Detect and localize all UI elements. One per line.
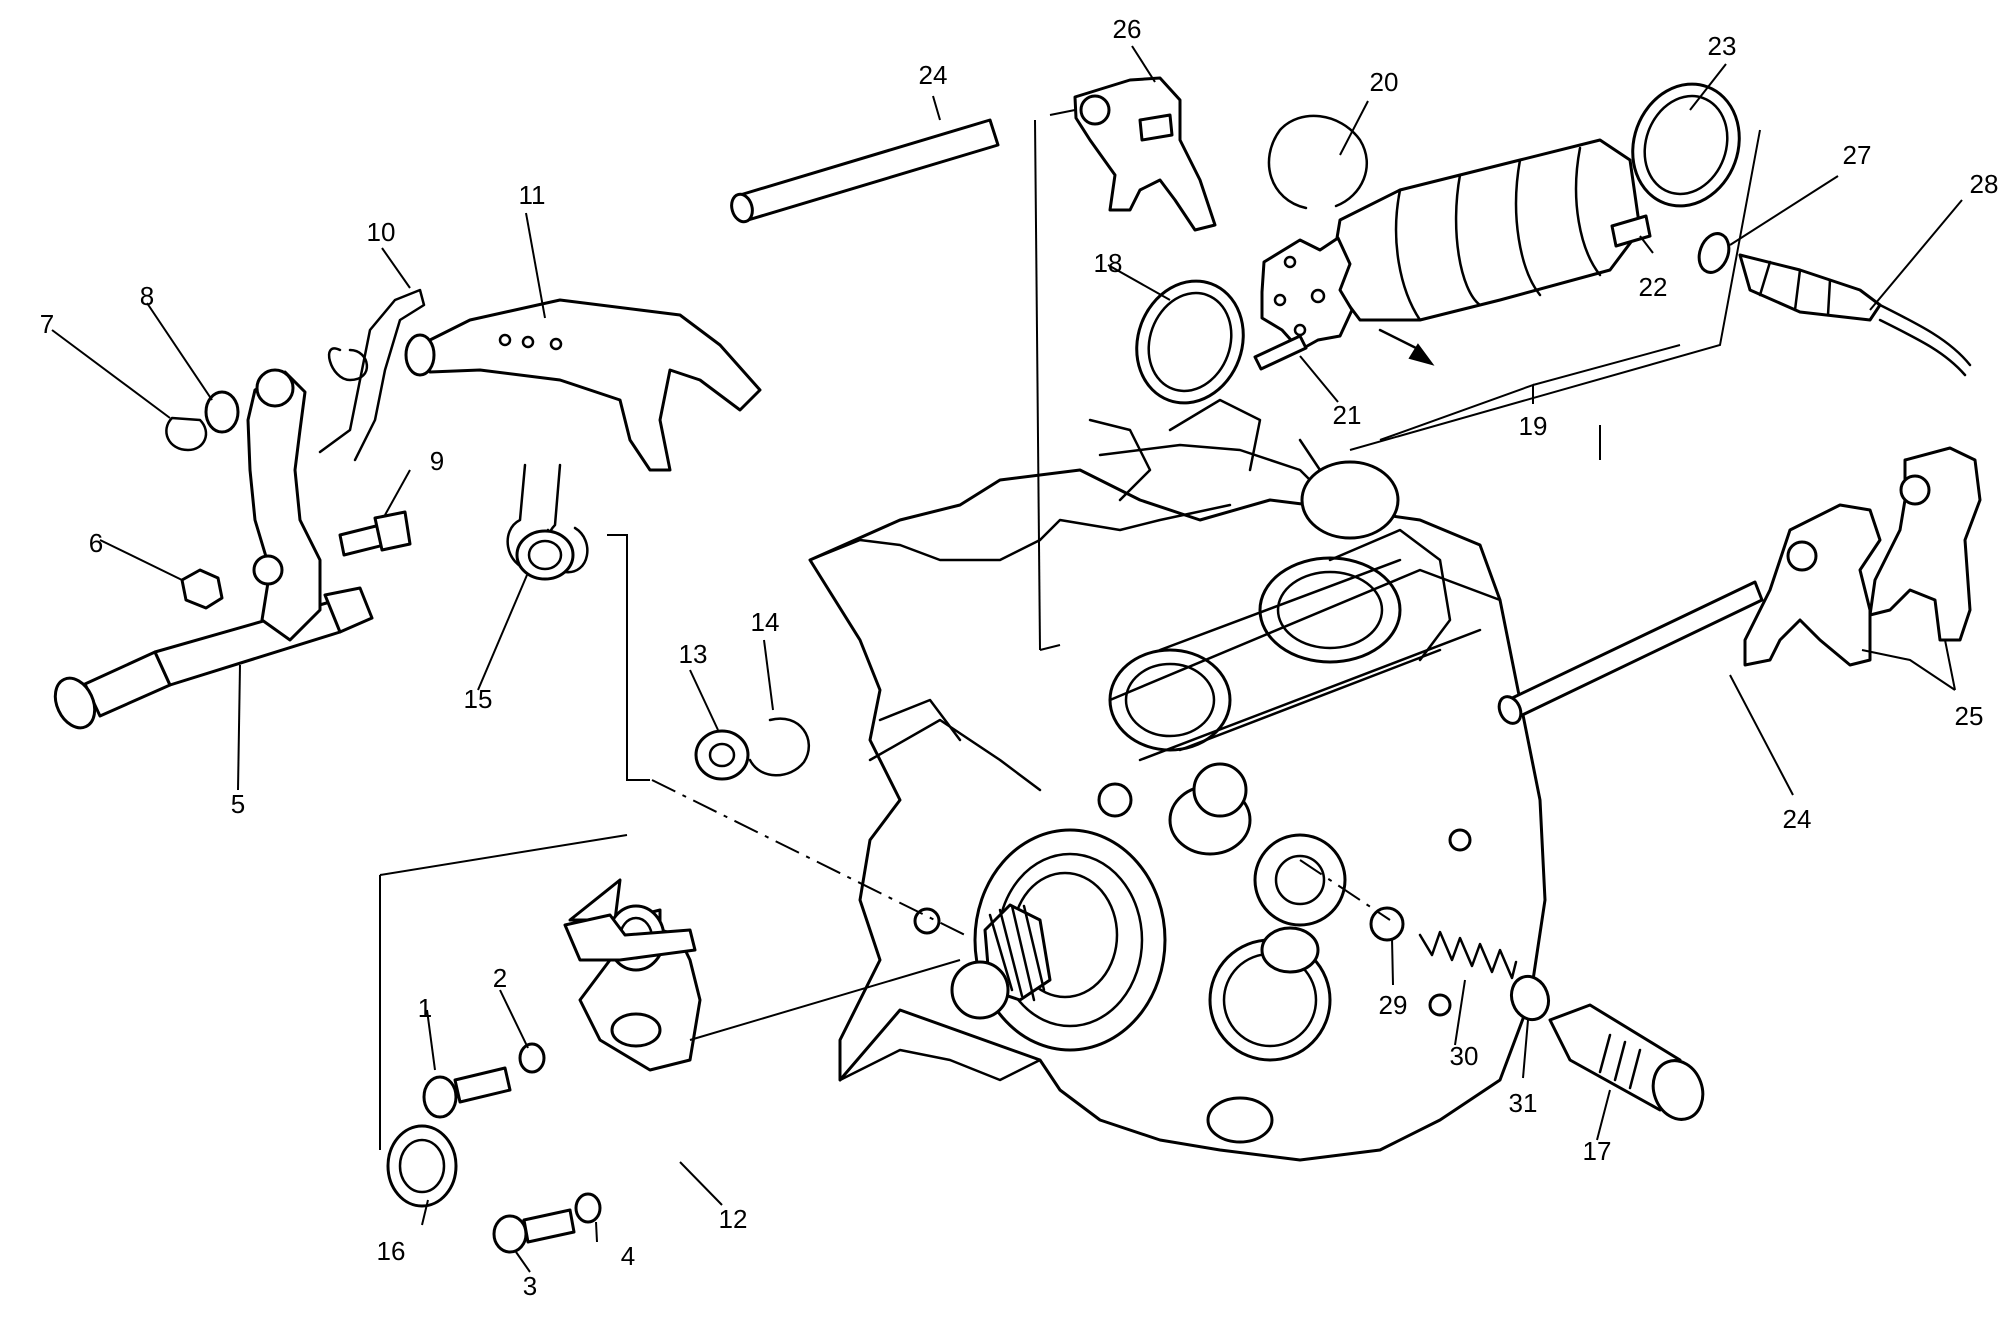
washer-13: [694, 729, 750, 781]
callout-30: 30: [1450, 1041, 1479, 1071]
shift-shaft-5: [53, 586, 374, 730]
shift-rod-24-upper: [738, 118, 1000, 222]
shift-fork-26: [1073, 76, 1217, 232]
callout-13: 13: [679, 639, 708, 669]
shift-fork-25-right: [1868, 446, 1982, 642]
washer-4: [574, 1192, 602, 1224]
shift-rod-24-lower: [1506, 580, 1764, 720]
bearing-23: [1631, 82, 1741, 208]
callout-18: 18: [1094, 248, 1123, 278]
plug-17: [1548, 1003, 1705, 1121]
pin-21: [1253, 334, 1308, 371]
callout-22: 22: [1639, 272, 1668, 302]
washer-27: [1697, 232, 1731, 274]
callout-19: 19: [1519, 411, 1548, 441]
spring-10: [318, 288, 426, 462]
callout-16: 16: [377, 1236, 406, 1266]
callout-10: 10: [367, 217, 396, 247]
assembly-lines: [379, 109, 1761, 1150]
callout-leaders: [51, 45, 1963, 1273]
callout-27: 27: [1843, 140, 1872, 170]
crankcase: [808, 398, 1547, 1162]
selector-arm-11: [404, 298, 762, 472]
callout-5: 5: [231, 789, 245, 819]
circlip-20: [1267, 114, 1369, 210]
callout-29: 29: [1379, 990, 1408, 1020]
callout-26: 26: [1113, 14, 1142, 44]
callout-24-top: 24: [919, 60, 948, 90]
callout-14: 14: [751, 607, 780, 637]
callout-21: 21: [1333, 400, 1362, 430]
callout-4: 4: [621, 1241, 635, 1271]
callout-23: 23: [1708, 31, 1737, 61]
callout-20: 20: [1370, 67, 1399, 97]
callout-25: 25: [1955, 701, 1984, 731]
callout-7: 7: [40, 309, 54, 339]
callout-3: 3: [523, 1271, 537, 1301]
callout-labels: 1 2 3 4 5 6 7 8 9 10 11 12 13 14 15 16 1…: [40, 14, 1999, 1301]
callout-2: 2: [493, 963, 507, 993]
bearing-18: [1135, 279, 1245, 405]
circlip-7: [165, 416, 208, 452]
shift-lever: [246, 368, 322, 642]
pin-22: [1610, 214, 1652, 248]
shift-fork-25-left: [1743, 503, 1882, 667]
selector-drum-19: [1260, 138, 1642, 366]
oil-seal-16: [386, 1124, 458, 1208]
callout-8: 8: [140, 281, 154, 311]
washer-31: [1509, 974, 1551, 1022]
washer-2: [518, 1042, 546, 1074]
callout-9: 9: [430, 446, 444, 476]
nut-6: [180, 568, 224, 610]
callout-17: 17: [1583, 1136, 1612, 1166]
callout-12: 12: [719, 1204, 748, 1234]
detent-ball-29: [1369, 906, 1405, 942]
washer-8: [204, 390, 240, 434]
callout-6: 6: [89, 528, 103, 558]
callout-28: 28: [1970, 169, 1999, 199]
callout-1: 1: [418, 993, 432, 1023]
bolt-3: [492, 1208, 576, 1254]
sensor-cable-28: [1738, 253, 1972, 377]
circlip-14: [748, 717, 810, 777]
retainer-plate-12: [563, 878, 702, 1072]
callout-15: 15: [464, 684, 493, 714]
callout-31: 31: [1509, 1088, 1538, 1118]
return-spring-15: [506, 463, 589, 581]
callout-11: 11: [519, 180, 546, 210]
bolt-1: [422, 1066, 512, 1119]
callout-24-bottom: 24: [1783, 804, 1812, 834]
detent-spring-30: [1418, 930, 1518, 980]
bolt-9: [338, 510, 412, 557]
